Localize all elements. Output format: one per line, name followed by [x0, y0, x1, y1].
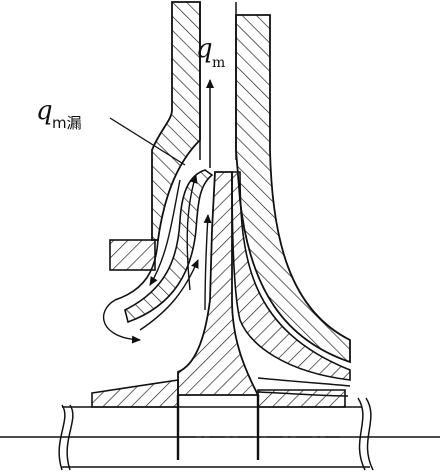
leak-leader-line	[109, 117, 186, 166]
wear-ring-block	[109, 239, 156, 271]
impeller-rear-shroud	[231, 171, 351, 381]
impeller-hub	[177, 171, 260, 396]
leak-flow-label-sub: m漏	[52, 114, 82, 132]
shaft-break-right	[357, 397, 374, 471]
vane-flow-arrow	[139, 259, 199, 331]
impeller-front-shroud	[124, 169, 214, 324]
shaft-break-left	[58, 404, 74, 471]
casing-right-wall	[235, 14, 351, 364]
inlet-arrow-up	[203, 214, 212, 311]
leak-arrow-down	[149, 179, 181, 286]
main-flow-label: q	[196, 34, 213, 64]
hub-base-right	[257, 389, 346, 408]
main-flow-label-sub: m	[212, 55, 225, 71]
leak-arrow-return	[102, 299, 141, 344]
leak-flow-label: q	[36, 96, 53, 126]
casing-left-wall	[151, 1, 201, 241]
casing-inner-curve	[114, 239, 159, 301]
impeller-outlet-lip	[257, 377, 351, 397]
hub-base-left	[91, 379, 179, 408]
